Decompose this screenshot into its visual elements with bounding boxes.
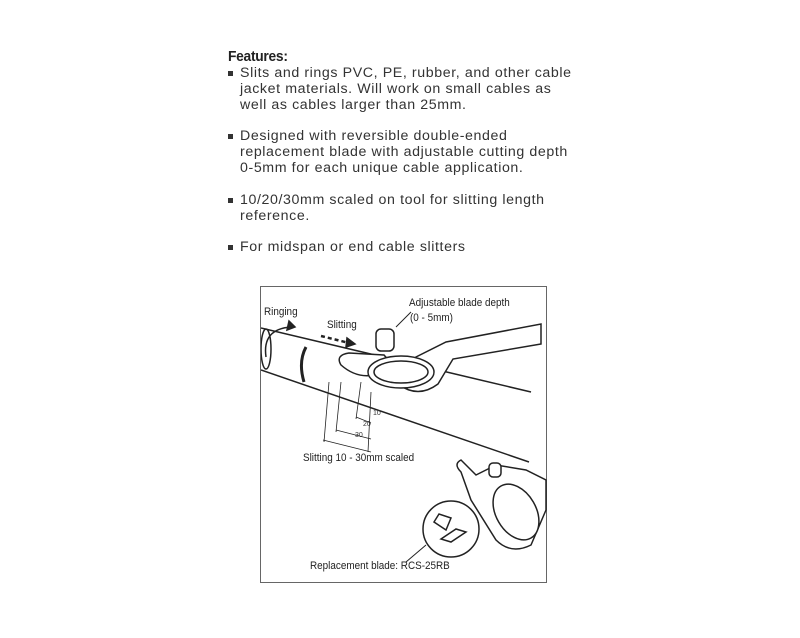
replacement-blade-icon [432,513,468,543]
cable-end [261,328,272,370]
scale-dimension-lines [322,381,372,453]
feature-item: Designed with reversible double-ended re… [228,129,600,176]
cable-edge-bottom [261,369,530,463]
cable-slitter-drawing [261,311,547,563]
scale-mark-10: 10 [373,410,381,417]
feature-text: For midspan or end cable slitters [240,239,466,256]
depth-knob [375,328,395,352]
feature-item: Slits and rings PVC, PE, rubber, and oth… [228,65,600,113]
feature-item: For midspan or end cable slitters [228,239,600,256]
features-heading: Features: [228,48,288,65]
ringing-arrow [264,326,292,358]
tool-illustration: Ringing Slitting Adjustable blade depth … [260,286,547,583]
bullet-icon [228,71,233,76]
bullet-icon [228,197,233,203]
depth-range-label: (0 - 5mm) [410,312,453,324]
replacement-blade-callout [422,500,480,558]
scale-mark-30: 30 [355,432,363,439]
ringing-label: Ringing [264,306,298,318]
bullet-icon [228,245,233,251]
slitting-label: Slitting [327,319,357,331]
depth-label: Adjustable blade depth [409,297,510,309]
feature-item: 10/20/30mm scaled on tool for slitting l… [228,191,600,225]
feature-text: Designed with reversible double-ended re… [240,128,568,176]
scale-label: Slitting 10 - 30mm scaled [303,452,415,464]
slitting-arrow [320,334,350,345]
bullet-icon [228,134,233,140]
replacement-blade-label: Replacement blade: RCS-25RB [310,560,450,572]
feature-text: Slits and rings PVC, PE, rubber, and oth… [240,65,572,113]
scale-mark-20: 20 [363,421,371,428]
tool-detail-view [456,459,547,550]
feature-text: 10/20/30mm scaled on tool for slitting l… [240,191,545,224]
features-list: Slits and rings PVC, PE, rubber, and oth… [228,65,600,272]
